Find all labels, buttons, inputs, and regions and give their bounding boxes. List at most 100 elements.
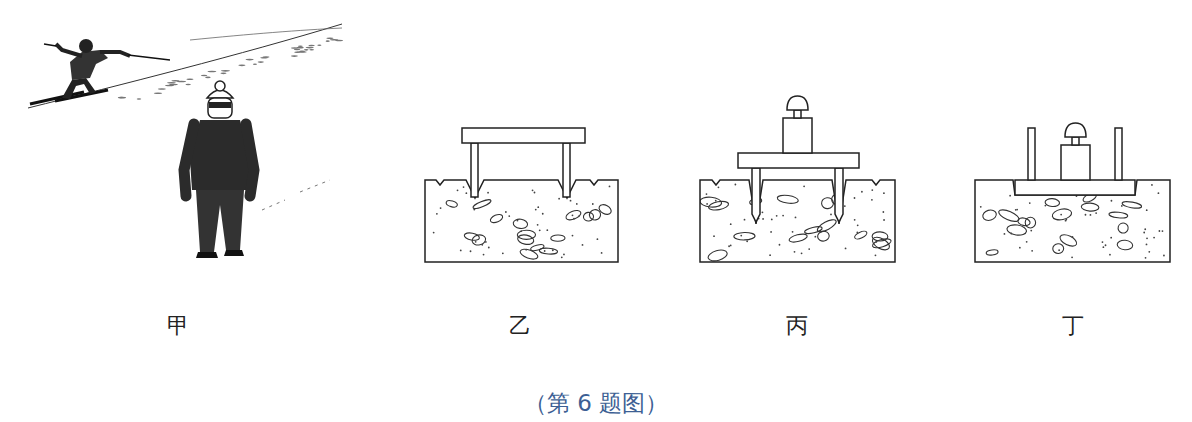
table-leg <box>471 143 478 197</box>
figure-caption: （第 6 题图） <box>524 388 668 419</box>
pebble <box>530 243 545 251</box>
sand-dot <box>1162 230 1164 232</box>
sand-dot <box>782 215 784 217</box>
sand-dot <box>871 199 873 201</box>
pebble <box>583 212 594 222</box>
panel-label: 丙 <box>786 311 808 341</box>
sand-dot <box>1102 246 1104 248</box>
snow-mark <box>309 49 314 51</box>
snow-mark <box>258 61 264 63</box>
snow-mark <box>306 47 314 49</box>
sand-dot <box>882 211 884 213</box>
sand-texture <box>433 185 613 261</box>
sand-dot <box>1085 214 1087 216</box>
table-leg <box>563 143 570 197</box>
sand-dot <box>875 241 877 243</box>
sand-dot <box>730 223 732 225</box>
sand-dot <box>502 252 504 254</box>
snow-mark <box>308 45 315 47</box>
sand-dot <box>762 211 764 213</box>
sand-outline <box>975 180 1170 262</box>
sand-dot <box>485 241 487 243</box>
sand-dot <box>770 231 772 233</box>
sand-dot <box>795 217 797 219</box>
snow-mark <box>220 73 226 75</box>
weight-body <box>783 118 812 153</box>
sand-outline <box>425 180 618 262</box>
sand-dot <box>801 252 803 254</box>
sand-dot <box>854 219 856 221</box>
sand-dot <box>776 215 778 217</box>
sand-dot <box>457 189 459 191</box>
snow-mark <box>205 77 211 79</box>
sand-dot <box>558 198 560 200</box>
sand-dot <box>856 231 858 233</box>
sand-dot <box>1146 237 1148 239</box>
sand-dot <box>460 250 462 252</box>
goggles <box>209 102 231 108</box>
sand-dot <box>465 192 467 194</box>
boots <box>196 250 244 258</box>
table-top <box>738 153 859 168</box>
sand-dot <box>1151 184 1153 186</box>
pebble <box>513 218 528 229</box>
sand-dot <box>1058 249 1060 251</box>
sand-dot <box>1143 232 1145 234</box>
sand-dot <box>1163 255 1165 257</box>
pebble <box>699 196 722 208</box>
sand-dot <box>706 193 708 195</box>
weight-neck <box>794 110 801 118</box>
sand-dot <box>1026 241 1028 243</box>
sand-dot <box>871 189 873 191</box>
pebble <box>519 247 539 261</box>
sand-dot <box>844 205 846 207</box>
pebble <box>1058 232 1078 248</box>
sand-dot <box>1153 237 1155 239</box>
sand-dot <box>713 235 715 237</box>
pebble <box>707 248 728 263</box>
sand-dot <box>475 241 477 243</box>
sand-dot <box>463 186 465 188</box>
sand-dot <box>535 209 537 211</box>
sand-dot <box>505 211 507 213</box>
sand-dot <box>1148 251 1150 253</box>
sand-dot <box>488 247 490 249</box>
sand-fill <box>425 180 618 262</box>
sand-dot <box>1109 254 1111 256</box>
sand-block <box>425 180 618 262</box>
skier <box>30 39 170 104</box>
pebble <box>517 234 535 246</box>
sand-block <box>975 180 1170 262</box>
sand-dot <box>1111 200 1113 202</box>
table-leg <box>1028 128 1035 180</box>
snow-mark <box>263 56 270 58</box>
sand-fill <box>700 180 895 262</box>
sand-dot <box>1110 237 1112 239</box>
sand-dot <box>1071 256 1073 258</box>
sand-dot <box>561 256 563 258</box>
sand-dot <box>572 235 574 237</box>
table-leg <box>1115 128 1122 180</box>
pebble <box>1006 224 1027 237</box>
ski-pole <box>128 55 170 60</box>
ski-scene <box>28 24 343 258</box>
sand-dot <box>1009 195 1011 197</box>
sand-dot <box>792 231 794 233</box>
sand-dot <box>861 191 863 193</box>
pebble <box>597 203 612 217</box>
sand-outline <box>700 180 895 262</box>
sand-dot <box>1065 220 1067 222</box>
sand-dot <box>1029 202 1031 204</box>
sand-dot <box>794 251 796 253</box>
pebble <box>986 249 998 256</box>
snow-mark <box>158 88 166 90</box>
sand-dot <box>1145 257 1147 259</box>
sand-dot <box>483 254 485 256</box>
sand-dot <box>883 219 885 221</box>
sand-dot <box>845 248 847 250</box>
snow-mark <box>208 71 217 73</box>
sand-dot <box>573 218 575 220</box>
snow-mark <box>326 40 330 42</box>
snow-mark <box>137 98 142 100</box>
